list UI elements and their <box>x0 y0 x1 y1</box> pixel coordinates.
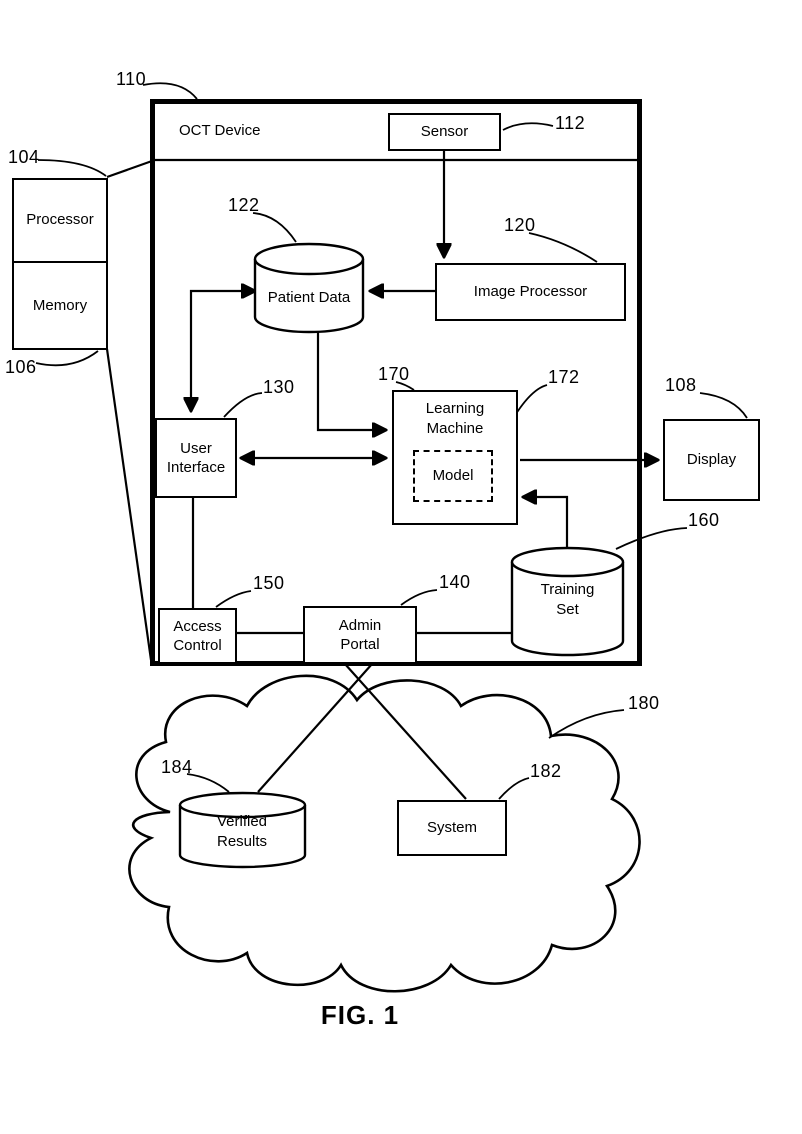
edge-admin-portal-verified-results <box>257 663 373 793</box>
ref-label-admin-portal: 140 <box>439 572 471 592</box>
ref-label-model: 172 <box>548 367 580 387</box>
memory-label: Memory <box>32 296 88 314</box>
access-control-label: Access Control <box>173 617 222 655</box>
leader-110 <box>142 82 198 100</box>
ref-label-system: 182 <box>530 761 562 781</box>
ref-label-display: 108 <box>665 375 697 395</box>
leader-180 <box>548 709 625 739</box>
edge-patient-data-to-learning-machine <box>316 332 386 430</box>
ref-label-cloud: 180 <box>628 693 660 713</box>
admin-portal-label: Admin Portal <box>338 616 382 654</box>
patient-data-label: Patient Data <box>267 289 351 306</box>
leader-104 <box>37 159 107 177</box>
system-label: System <box>426 819 477 837</box>
admin-portal-box: Admin Portal <box>303 606 417 664</box>
ref-label-verified-results: 184 <box>161 757 193 777</box>
sensor-box: Sensor <box>388 113 501 151</box>
leader-182 <box>498 777 530 800</box>
ref-label-oct-device: 110 <box>116 69 147 89</box>
edge-training-set-to-model <box>523 497 569 548</box>
leader-120 <box>528 232 598 263</box>
ref-label-training-set: 160 <box>688 510 720 530</box>
ref-label-user-interface: 130 <box>263 377 295 397</box>
training-set-label: Training Set <box>540 581 595 618</box>
ref-label-image-processor: 120 <box>504 215 536 235</box>
display-label: Display <box>686 451 737 469</box>
ref-label-learning-machine: 170 <box>378 364 410 384</box>
processor-memory-divider <box>14 261 106 264</box>
model-box: Model <box>413 450 493 502</box>
verified-results-label: Verified Results <box>216 813 268 850</box>
oct-device-label: OCT Device <box>179 122 261 139</box>
leader-112 <box>502 122 554 131</box>
ref-label-processor: 104 <box>8 147 40 167</box>
patient-data-cylinder <box>253 242 365 334</box>
memory-octdevice-connector-bottom <box>105 348 153 661</box>
leader-140 <box>400 589 438 606</box>
display-box: Display <box>663 419 760 501</box>
user-interface-label: User Interface <box>166 439 226 477</box>
access-control-box: Access Control <box>158 608 237 664</box>
ref-label-memory: 106 <box>5 357 37 377</box>
edge-admin-portal-system <box>344 663 467 800</box>
ref-label-sensor: 112 <box>555 113 586 133</box>
memory-cell: Memory <box>12 263 108 348</box>
leader-106 <box>35 350 99 367</box>
leader-170 <box>395 381 415 391</box>
system-box: System <box>397 800 507 856</box>
processor-octdevice-connector-top <box>106 159 153 179</box>
leader-130 <box>223 392 263 418</box>
verified-results-cylinder <box>178 791 307 869</box>
processor-cell: Processor <box>12 178 108 261</box>
cloud-outline <box>128 674 641 993</box>
ref-label-patient-data: 122 <box>228 195 260 215</box>
image-processor-label: Image Processor <box>473 283 588 301</box>
edge-patient-data-user-interface <box>191 291 255 411</box>
leader-122 <box>252 212 297 243</box>
leader-184 <box>186 773 230 793</box>
training-set-cylinder <box>510 546 625 657</box>
user-interface-box: User Interface <box>155 418 237 498</box>
ref-label-access-control: 150 <box>253 573 285 593</box>
image-processor-box: Image Processor <box>435 263 626 321</box>
processor-label: Processor <box>26 210 94 228</box>
model-label: Model <box>432 467 474 485</box>
figure-caption: FIG. 1 <box>320 1000 400 1030</box>
processor-memory-box <box>12 178 108 350</box>
leader-150 <box>215 590 252 608</box>
sensor-label: Sensor <box>420 123 469 141</box>
leader-160 <box>615 527 688 550</box>
learning-machine-label: Learning Machine <box>425 400 485 437</box>
leader-108 <box>699 392 748 419</box>
